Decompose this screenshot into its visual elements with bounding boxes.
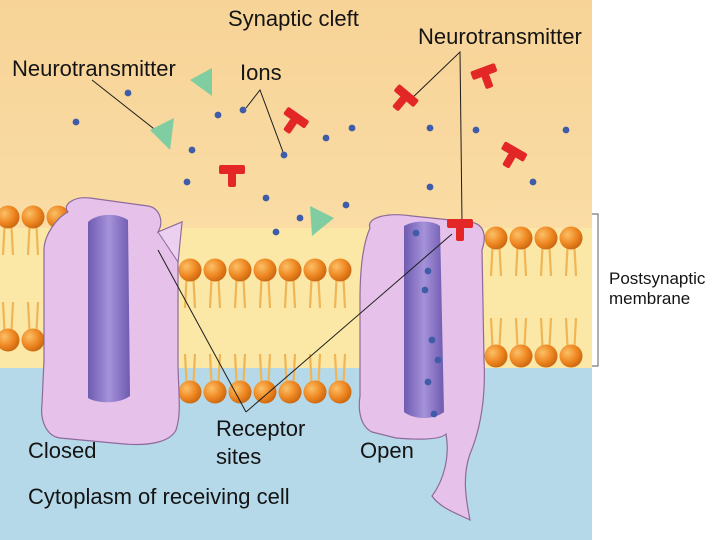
lipid bbox=[203, 353, 227, 404]
t-neurotransmitter bbox=[219, 165, 245, 187]
ion bbox=[214, 111, 222, 119]
ions-label: Ions bbox=[240, 60, 282, 85]
pointer-receptor-open bbox=[245, 233, 453, 413]
lipid bbox=[534, 317, 558, 368]
closed-channel-receptor-notch bbox=[157, 221, 183, 264]
receptor-label-line2: sites bbox=[216, 444, 262, 469]
lipid bbox=[178, 353, 202, 404]
postsynaptic-label-line1: Postsynaptic bbox=[609, 269, 706, 288]
lipid bbox=[328, 258, 352, 309]
triangle-neurotransmitter bbox=[190, 68, 212, 96]
lipid bbox=[178, 258, 202, 309]
pointer-ions bbox=[245, 88, 284, 153]
lipid bbox=[0, 301, 20, 352]
lipid bbox=[484, 226, 508, 277]
ion bbox=[262, 194, 270, 202]
t-neurotransmitters bbox=[219, 63, 528, 241]
lipid bbox=[484, 317, 508, 368]
ion bbox=[280, 151, 288, 159]
pointer-neurotransmitter-right bbox=[409, 50, 463, 223]
triangle-neurotransmitters bbox=[150, 68, 334, 236]
postsynaptic-label-line2: membrane bbox=[609, 289, 691, 308]
open-channel-pore bbox=[404, 221, 444, 418]
lipid bbox=[21, 205, 45, 256]
ion bbox=[426, 183, 434, 191]
triangle-neurotransmitter bbox=[310, 206, 334, 236]
ion bbox=[348, 124, 356, 132]
ion bbox=[124, 89, 132, 97]
lipid bbox=[228, 258, 252, 309]
lipid bbox=[0, 205, 20, 256]
lipid-bilayer bbox=[0, 205, 583, 404]
lipid bbox=[278, 353, 302, 404]
lipid bbox=[303, 258, 327, 309]
t-neurotransmitter bbox=[501, 141, 528, 168]
t-neurotransmitter bbox=[392, 84, 419, 111]
t-neurotransmitter bbox=[447, 219, 473, 241]
ion bbox=[183, 178, 191, 186]
closed-label: Closed bbox=[28, 438, 97, 463]
ions-group bbox=[72, 89, 570, 418]
neurotransmitter-left-label: Neurotransmitter bbox=[12, 56, 176, 81]
lipid bbox=[303, 353, 327, 404]
lipid bbox=[253, 353, 277, 404]
ion bbox=[412, 229, 420, 237]
ion bbox=[424, 267, 432, 275]
ion bbox=[562, 126, 570, 134]
lipid bbox=[278, 258, 302, 309]
lipid bbox=[203, 258, 227, 309]
t-neurotransmitter bbox=[470, 63, 498, 89]
pointer-receptor-closed bbox=[157, 249, 247, 413]
ion bbox=[430, 410, 438, 418]
ion bbox=[188, 146, 196, 154]
membrane-bracket bbox=[592, 213, 599, 367]
ion bbox=[472, 126, 480, 134]
ion bbox=[322, 134, 330, 142]
lipid bbox=[559, 226, 583, 277]
triangle-neurotransmitter bbox=[150, 118, 174, 150]
ion bbox=[72, 118, 80, 126]
t-neurotransmitter bbox=[283, 107, 309, 134]
ion bbox=[434, 356, 442, 364]
lipid bbox=[559, 317, 583, 368]
receptor-label-line1: Receptor bbox=[216, 416, 306, 441]
ion bbox=[239, 106, 247, 114]
cytoplasm-label: Cytoplasm of receiving cell bbox=[28, 484, 290, 509]
open-channel bbox=[358, 214, 485, 522]
ion bbox=[296, 214, 304, 222]
lipid bbox=[253, 258, 277, 309]
ion bbox=[428, 336, 436, 344]
ion bbox=[426, 124, 434, 132]
neurotransmitter-right-label: Neurotransmitter bbox=[418, 24, 582, 49]
pointer-neurotransmitter-left bbox=[91, 79, 159, 133]
lipid bbox=[509, 317, 533, 368]
pointer-lines bbox=[91, 50, 463, 413]
closed-channel bbox=[41, 197, 183, 446]
ion bbox=[342, 201, 350, 209]
lipid bbox=[228, 353, 252, 404]
lipid bbox=[509, 226, 533, 277]
ion bbox=[272, 228, 280, 236]
lipid bbox=[328, 353, 352, 404]
lipid bbox=[21, 301, 45, 352]
ion bbox=[421, 286, 429, 294]
ion bbox=[529, 178, 537, 186]
lipid bbox=[534, 226, 558, 277]
ion bbox=[424, 378, 432, 386]
open-label: Open bbox=[360, 438, 414, 463]
closed-channel-pore bbox=[88, 214, 130, 403]
synaptic-cleft-label: Synaptic cleft bbox=[228, 6, 359, 31]
